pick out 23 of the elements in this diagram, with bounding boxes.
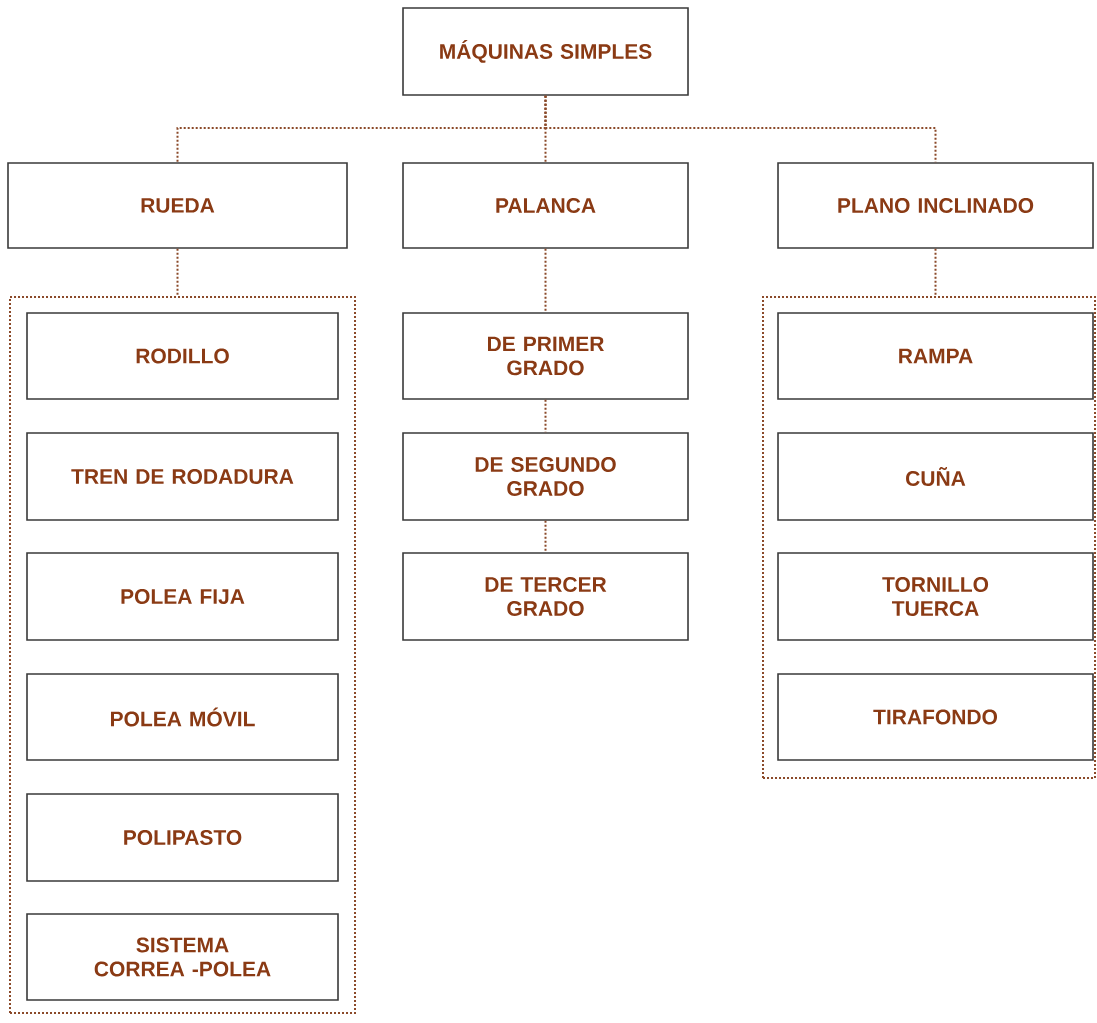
group-frame (9, 296, 356, 1014)
connector-line (544, 519, 547, 554)
connector-line (544, 247, 547, 314)
connector-line (176, 247, 179, 297)
process-box: RODILLO (26, 312, 339, 400)
process-box: RAMPA (777, 312, 1094, 400)
connector-line (934, 247, 937, 297)
process-box: POLEA FIJA (26, 552, 339, 641)
process-box: DE SEGUNDO GRADO (402, 432, 689, 521)
process-box: SISTEMA CORREA -POLEA (26, 913, 339, 1001)
process-box: PALANCA (402, 162, 689, 249)
process-box: DE PRIMER GRADO (402, 312, 689, 400)
process-box: POLEA MÓVIL (26, 673, 339, 761)
process-box: DE TERCER GRADO (402, 552, 689, 641)
process-box: TORNILLO TUERCA (777, 552, 1094, 641)
process-box: MÁQUINAS SIMPLES (402, 7, 689, 96)
process-box: CUÑA (777, 432, 1094, 521)
process-box: TREN DE RODADURA (26, 432, 339, 521)
process-box: POLIPASTO (26, 793, 339, 882)
process-box: TIRAFONDO (777, 673, 1094, 761)
process-box: PLANO INCLINADO (777, 162, 1094, 249)
group-frame (762, 296, 1096, 779)
process-box: RUEDA (7, 162, 348, 249)
